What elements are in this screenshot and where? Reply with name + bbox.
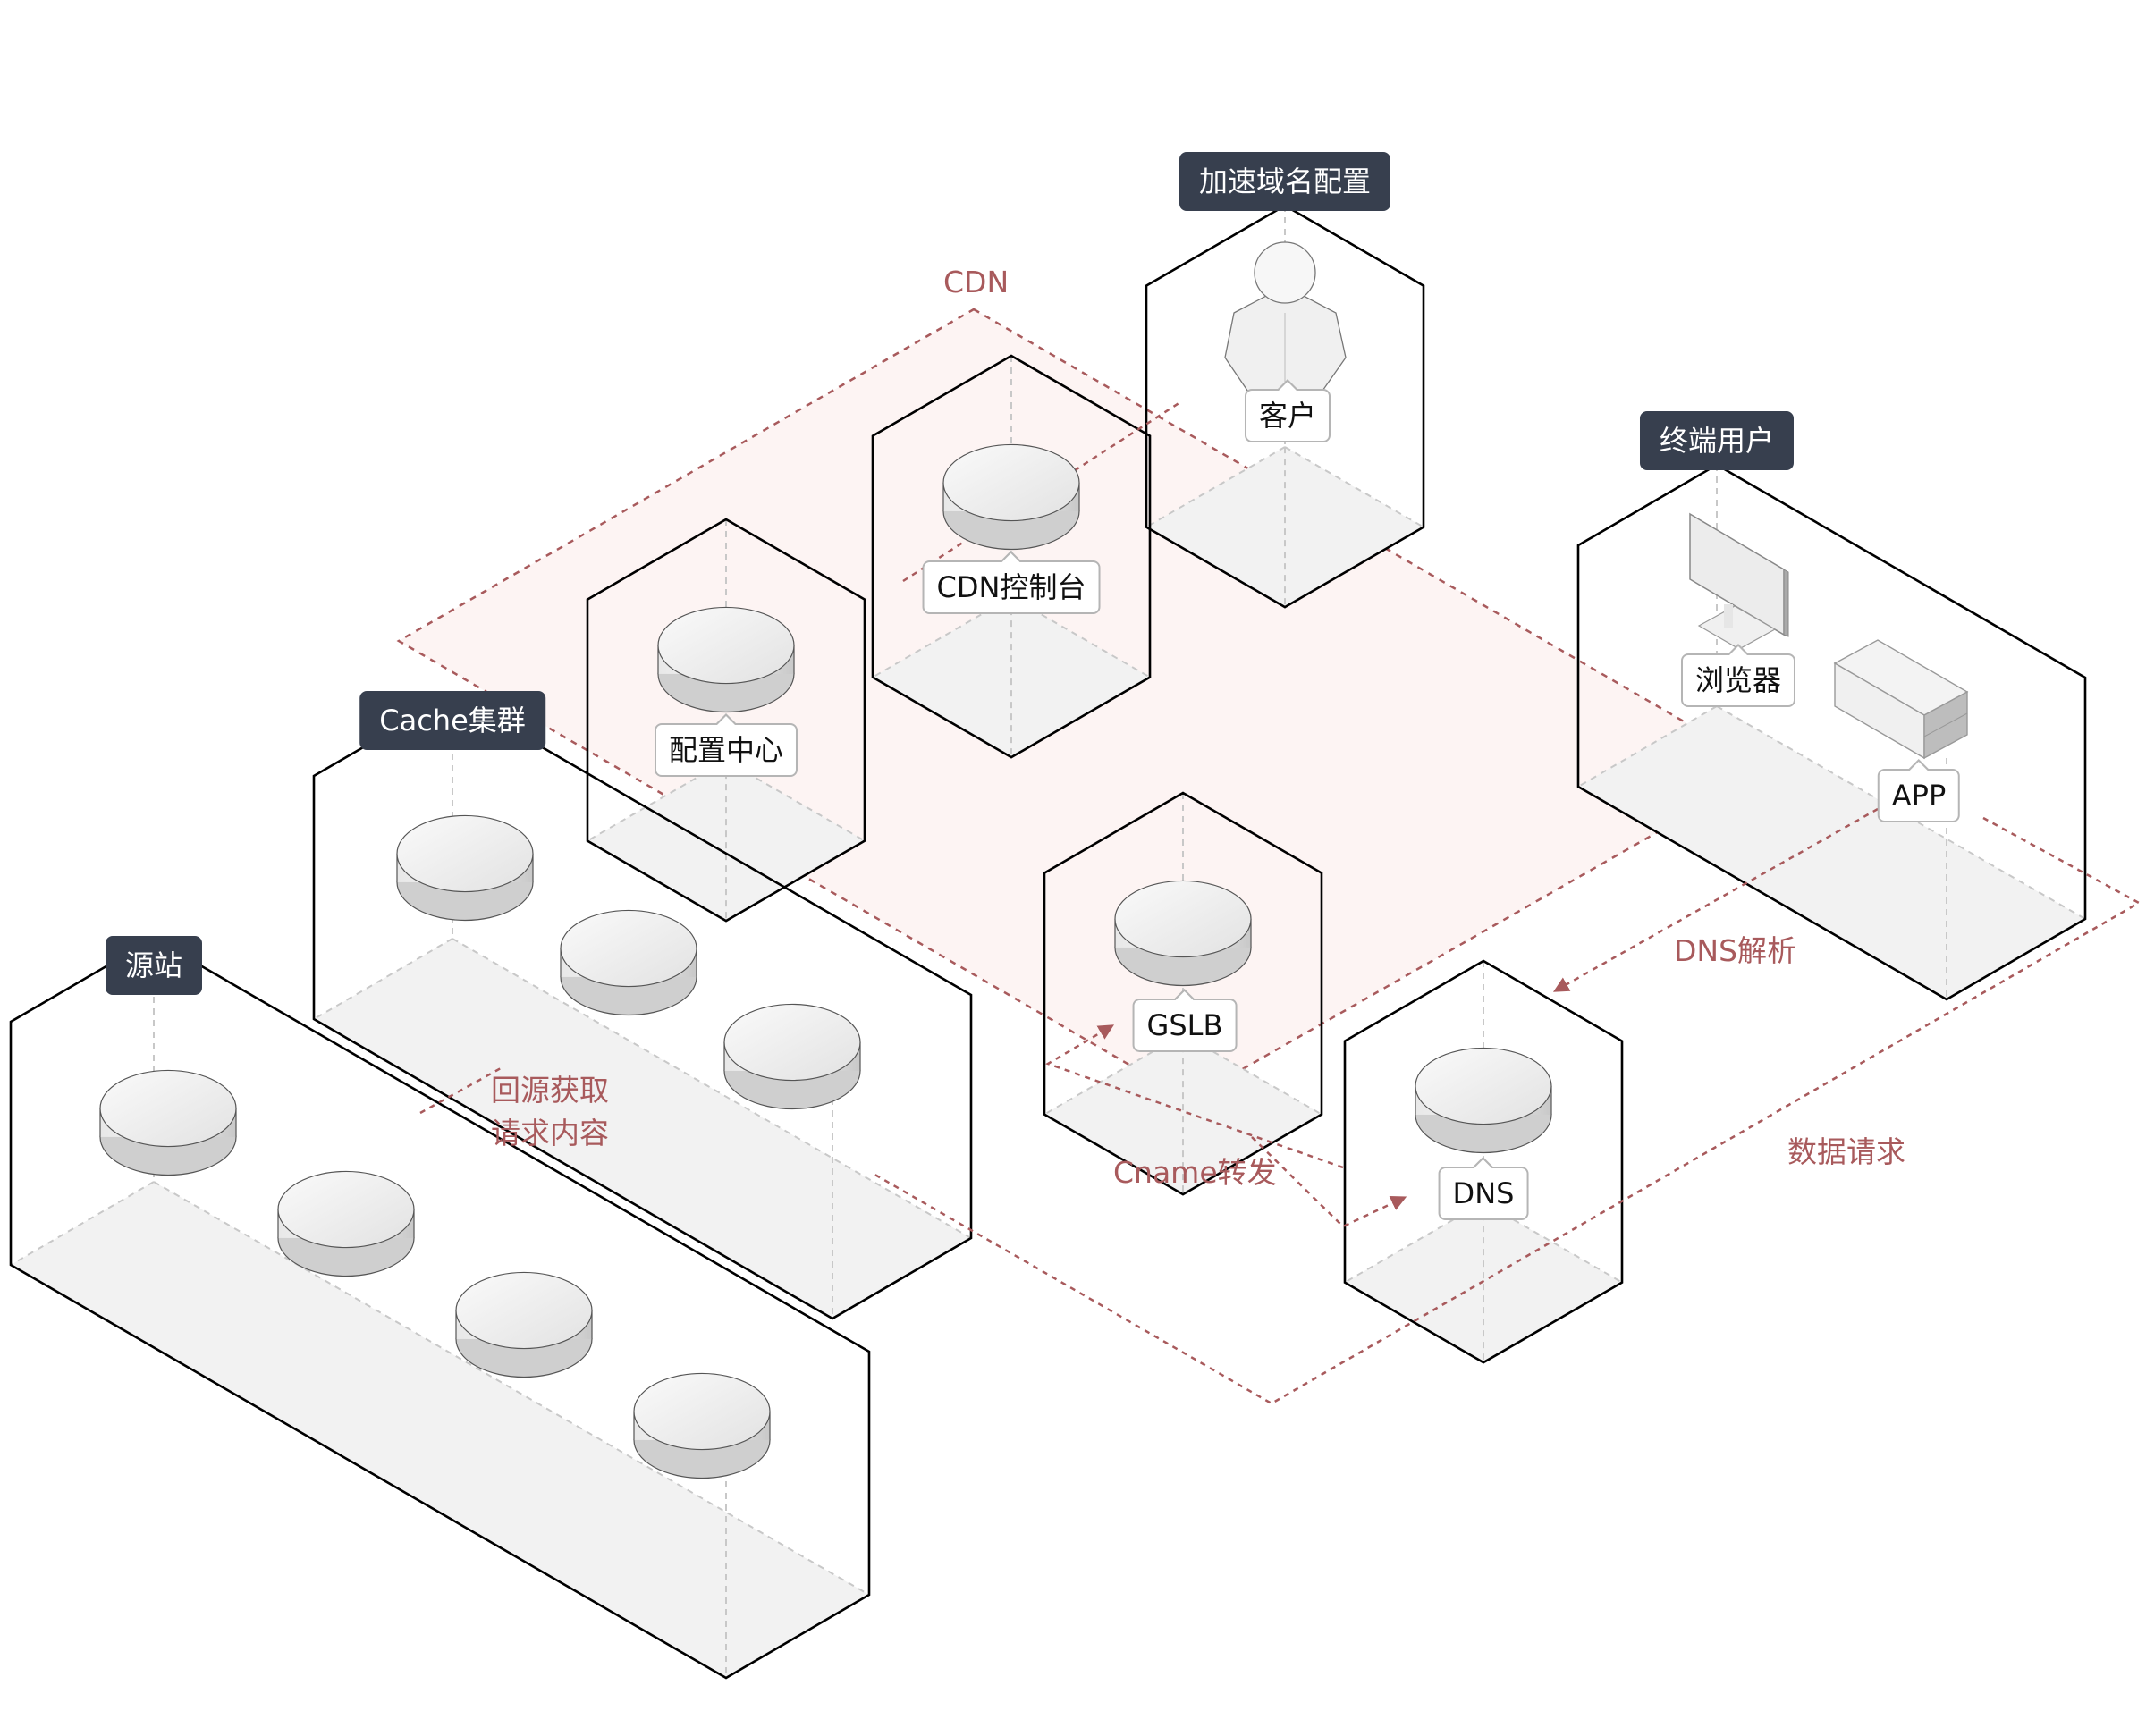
box-origin — [9, 937, 871, 1680]
cube-cdn-console-outline — [871, 354, 1152, 759]
server-icon-cache-3 — [723, 1003, 861, 1110]
flow-label-cname-forward: Cname转发 — [1113, 1155, 1277, 1190]
cube-dns-outline — [1343, 959, 1624, 1364]
node-dns[interactable]: DNS — [1438, 1157, 1529, 1220]
server-icon-origin-4 — [633, 1372, 771, 1479]
flow-label-origin-fetch-2: 请求内容 — [491, 1116, 609, 1150]
server-icon-origin-1 — [99, 1069, 237, 1176]
flow-data-request — [871, 816, 2142, 1405]
box-cache-cluster-outline — [312, 694, 973, 1320]
node-app[interactable]: APP — [1877, 759, 1961, 822]
cube-config-center-outline — [586, 518, 866, 923]
node-gslb[interactable]: GSLB — [1132, 989, 1238, 1052]
node-cdn-console[interactable]: CDN控制台 — [922, 551, 1101, 614]
monitor-icon — [1689, 512, 1789, 650]
user-figure-icon — [1224, 241, 1347, 417]
box-end-user-outline — [1576, 463, 2087, 1001]
box-end-user-floor — [1578, 706, 2085, 999]
server-icon-origin-2 — [277, 1170, 415, 1277]
server-icon-cache-2 — [560, 909, 697, 1016]
box-cache-cluster-floor — [314, 939, 971, 1319]
box-origin-floor — [11, 1182, 869, 1678]
group-tag-cache-cluster: Cache集群 — [359, 691, 545, 750]
server-icon-cache-1 — [396, 814, 534, 922]
mobile-device-icon — [1833, 639, 1969, 760]
node-browser[interactable]: 浏览器 — [1680, 644, 1796, 707]
node-config-center[interactable]: 配置中心 — [654, 713, 798, 777]
cube-gslb-outline — [1043, 791, 1323, 1196]
group-tag-origin: 源站 — [105, 936, 203, 995]
server-icon-config-center — [657, 606, 795, 713]
group-tag-end-user: 终端用户 — [1639, 411, 1795, 470]
node-customer[interactable]: 客户 — [1244, 379, 1331, 442]
flow-label-origin-fetch-1: 回源获取 — [491, 1073, 609, 1108]
cdn-zone-label: CDN — [943, 265, 1010, 299]
server-icon-origin-3 — [455, 1271, 593, 1378]
flow-label-dns-resolve: DNS解析 — [1674, 933, 1797, 968]
server-icon-dns — [1415, 1047, 1552, 1154]
server-icon-gslb — [1114, 880, 1252, 987]
cube-customer-outline — [1145, 204, 1425, 609]
flow-cname-gslb — [1045, 1024, 1344, 1169]
flow-label-data-request: 数据请求 — [1787, 1134, 1905, 1169]
flow-dns-resolve — [1552, 807, 1879, 992]
group-tag-customer-config: 加速域名配置 — [1179, 152, 1391, 211]
server-icon-cdn-console — [942, 443, 1080, 551]
box-origin-outline — [9, 937, 871, 1680]
flow-origin-fetch — [419, 1066, 502, 1115]
flow-cname-dns — [1251, 1136, 1407, 1228]
